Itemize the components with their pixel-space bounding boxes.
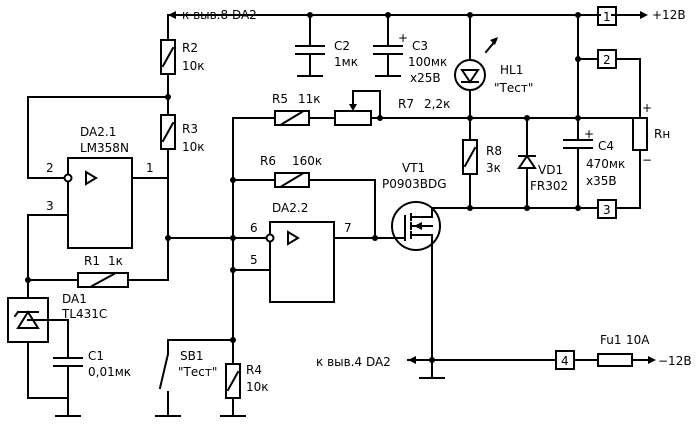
- r5-name: R5: [272, 92, 288, 106]
- r2-name: R2: [182, 41, 198, 55]
- da21-name: DA2.1: [80, 125, 116, 139]
- label-pin8: к выв.8 DA2: [182, 8, 257, 22]
- c4-name: C4: [598, 139, 614, 153]
- resistor-r3: [160, 96, 176, 281]
- rn-plus: +: [642, 101, 652, 115]
- c2-name: C2: [334, 39, 350, 53]
- label-minus12: −12В: [658, 354, 692, 368]
- label-plus12: +12В: [652, 8, 686, 22]
- da22-pin5: 5: [250, 253, 258, 267]
- terminal-3: 3: [577, 149, 641, 219]
- fu1-value: 10А: [626, 333, 650, 347]
- da21-type: LM358N: [80, 141, 129, 155]
- resistor-r8: [462, 139, 478, 209]
- resistor-r2: [160, 14, 176, 98]
- c1-name: C1: [88, 349, 104, 363]
- r6-value: 160к: [292, 154, 322, 168]
- r1-value: 1к: [108, 254, 123, 268]
- rn-minus: −: [642, 153, 652, 167]
- capacitor-c3: [373, 14, 403, 77]
- opamp-da21: [27, 96, 169, 281]
- terminal-3-label: 3: [603, 203, 611, 217]
- resistor-r7: [334, 90, 641, 126]
- terminal-2: 2: [577, 49, 641, 119]
- c3-value2: х25В: [410, 71, 441, 85]
- ground-c1: [55, 397, 81, 417]
- resistor-r5: [232, 110, 336, 341]
- hl1-name: HL1: [500, 63, 523, 77]
- sb1-name: SB1: [180, 349, 203, 363]
- da21-pin2: 2: [46, 161, 54, 175]
- r7-value: 2,2к: [424, 97, 450, 111]
- capacitor-c2: [295, 14, 325, 77]
- sb1-value: "Тест": [178, 365, 217, 379]
- r8-name: R8: [486, 144, 502, 158]
- c4-value1: 470мк: [586, 157, 625, 171]
- capacitor-c1: [27, 319, 83, 399]
- r3-value: 10к: [182, 140, 205, 154]
- r2-value: 10к: [182, 59, 205, 73]
- resistor-r1: [27, 272, 169, 288]
- resistor-r4: [220, 339, 246, 417]
- c2-value: 1мк: [334, 55, 358, 69]
- r3-name: R3: [182, 122, 198, 136]
- fu1-name: Fu1: [600, 333, 622, 347]
- da1-type: TL431C: [61, 307, 107, 321]
- resistor-r6: [232, 172, 376, 239]
- opamp-da22: [167, 221, 396, 303]
- led-hl1: [454, 14, 498, 141]
- c4-value2: х35В: [586, 174, 617, 188]
- vt1-name: VT1: [402, 161, 425, 175]
- vt1-value: P0903BDG: [382, 177, 447, 191]
- vd1-name: VD1: [538, 163, 563, 177]
- hl1-value: "Тест": [494, 81, 533, 95]
- terminal-4: 4: [555, 350, 575, 370]
- da22-pin7: 7: [344, 221, 352, 235]
- bottom-rail: [407, 353, 656, 379]
- r4-value: 10к: [246, 380, 269, 394]
- mosfet-vt1: [391, 201, 579, 361]
- shunt-da1: [7, 279, 49, 399]
- terminal-2-label: 2: [603, 53, 611, 67]
- c3-value1: 100мк: [408, 55, 447, 69]
- c3-plus: +: [398, 31, 408, 45]
- terminal-1: 1: [597, 6, 648, 26]
- label-pin4: к выв.4 DA2: [316, 355, 391, 369]
- da22-name: DA2.2: [272, 201, 308, 215]
- r4-name: R4: [246, 363, 262, 377]
- r5-value: 11к: [298, 92, 321, 106]
- da21-pin3: 3: [46, 199, 54, 213]
- r1-name: R1: [84, 254, 100, 268]
- r6-name: R6: [260, 154, 276, 168]
- terminal-4-label: 4: [561, 354, 569, 368]
- rn-name: Rн: [654, 127, 670, 141]
- c1-value: 0,01мк: [88, 365, 131, 379]
- diode-vd1: [517, 117, 537, 209]
- da1-name: DA1: [62, 292, 87, 306]
- switch-sb1: [155, 339, 234, 417]
- da22-pin6: 6: [250, 221, 258, 235]
- c4-plus: +: [584, 127, 594, 141]
- da21-pin1: 1: [146, 161, 154, 175]
- c3-name: C3: [412, 39, 428, 53]
- r7-name: R7: [398, 97, 414, 111]
- resistor-rn: [632, 117, 648, 151]
- r8-value: 3к: [486, 161, 501, 175]
- terminal-1-label: 1: [603, 10, 611, 24]
- vd1-value: FR302: [530, 179, 568, 193]
